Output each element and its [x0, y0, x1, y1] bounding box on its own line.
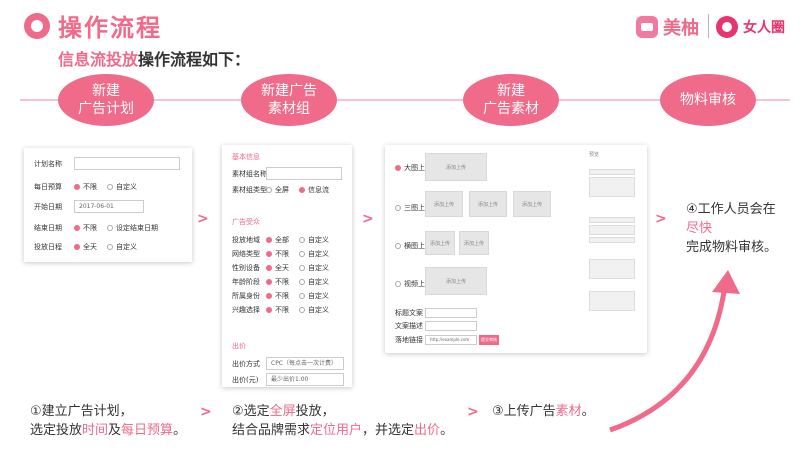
upload-video-option[interactable]: 视频上传	[395, 279, 432, 289]
group-name-input[interactable]	[266, 167, 342, 180]
note-step1: ①建立广告计划， 选定投放时间及每日预算。	[30, 404, 187, 438]
submit-review-button[interactable]: 提交审核	[479, 335, 499, 345]
plan-name-row: 计划名称	[34, 157, 180, 170]
meiyou-logo-icon	[636, 16, 658, 38]
step-new-creative: 新建广告素材	[463, 74, 559, 126]
bid-row: 出价(元) 最少出价1.00	[232, 373, 344, 386]
upload-small-option[interactable]: 横图上传	[395, 241, 432, 251]
subtitle-highlight: 信息流投放	[58, 50, 139, 69]
nvrenquan-logo: 女人圈	[716, 15, 785, 39]
daily-budget-row: 每日预算 不限 自定义	[34, 182, 137, 192]
title-icon	[24, 13, 50, 39]
meiyou-logo-text: 美柚	[663, 18, 699, 39]
step-review: 物料审核	[660, 74, 756, 126]
budget-custom-radio[interactable]: 自定义	[107, 182, 137, 192]
target-opt2[interactable]: 自定义	[299, 277, 329, 287]
end-unlimited-radio[interactable]: 不限	[74, 223, 97, 233]
start-date-row: 开始日期 2017-06-01	[34, 200, 144, 213]
chevron-right-icon: >	[362, 211, 374, 227]
target-opt2[interactable]: 自定义	[299, 235, 329, 245]
target-opt1[interactable]: 不限	[266, 249, 289, 259]
upload-slot[interactable]: 添加上传	[425, 153, 487, 181]
target-opt2[interactable]: 自定义	[299, 305, 329, 315]
group-type-row: 素材组类型 全屏 信息流	[232, 185, 329, 195]
step-new-group: 新建广告素材组	[241, 74, 337, 126]
end-date-row: 结束日期 不限 设定结束日期	[34, 223, 158, 233]
bid-mode-row: 出价方式 CPC（每点击一次计费）	[232, 357, 344, 370]
logo-divider	[708, 14, 709, 38]
target-opt2[interactable]: 自定义	[299, 291, 329, 301]
desc-row: 文案描述	[395, 321, 477, 331]
chevron-right-icon: >	[197, 211, 209, 227]
nvrenquan-logo-text: 女人圈	[743, 20, 785, 36]
chevron-right-icon: >	[200, 404, 212, 420]
note-step3: ③上传广告素材。	[492, 404, 595, 419]
budget-unlimited-radio[interactable]: 不限	[74, 182, 97, 192]
group-form-screenshot: 基本信息 素材组名称 素材组类型 全屏 信息流 广告受众 投放地域 全部 自定义…	[222, 145, 352, 387]
preview-line	[589, 237, 635, 243]
preview-line	[589, 225, 635, 235]
upload-slot[interactable]: 添加上传	[425, 267, 487, 295]
preview-label: 预览	[589, 152, 600, 158]
end-custom-radio[interactable]: 设定结束日期	[107, 223, 158, 233]
subtitle-rest: 操作流程如下：	[138, 50, 251, 69]
target-opt1[interactable]: 不限	[266, 277, 289, 287]
preview-line	[589, 169, 635, 175]
upload-slot[interactable]: 添加上传	[425, 231, 455, 255]
preview-card	[589, 291, 635, 311]
page-title: 操作流程	[58, 14, 162, 42]
preview-line	[589, 217, 635, 223]
preview-card	[589, 177, 635, 197]
target-opt1[interactable]: 不限	[266, 291, 289, 301]
target-row: 投放地域 全部 自定义	[232, 235, 329, 245]
plan-name-input[interactable]	[74, 157, 180, 170]
section-basic: 基本信息	[232, 153, 260, 161]
target-opt1[interactable]: 全部	[266, 235, 289, 245]
nvrenquan-logo-icon	[716, 16, 738, 38]
upload-slot[interactable]: 添加上传	[459, 231, 489, 255]
subtitle: 信息流投放操作流程如下：	[58, 46, 250, 70]
target-row: 兴趣选择 不限 自定义	[232, 305, 329, 315]
type-feed-radio[interactable]: 信息流	[299, 185, 329, 195]
desc-input[interactable]	[425, 321, 477, 331]
upload-slot[interactable]: 添加上传	[513, 191, 551, 217]
target-row: 网络类型 不限 自定义	[232, 249, 329, 259]
meiyou-logo: 美柚	[636, 15, 699, 39]
title-row: 标题文案	[395, 308, 477, 318]
schedule-all-radio[interactable]: 全天	[74, 242, 97, 252]
upload-slot[interactable]: 添加上传	[469, 191, 507, 217]
curved-arrow-icon	[609, 270, 740, 433]
start-date-input[interactable]: 2017-06-01	[74, 200, 144, 213]
target-opt2[interactable]: 自定义	[299, 249, 329, 259]
target-opt1[interactable]: 不限	[266, 305, 289, 315]
chevron-right-icon: >	[467, 404, 479, 420]
section-target: 广告受众	[232, 218, 260, 226]
plan-form-screenshot: 计划名称 每日预算 不限 自定义 开始日期 2017-06-01 结束日期 不限…	[24, 148, 192, 262]
type-all-radio[interactable]: 全屏	[266, 185, 289, 195]
note-step4: ④工作人员会在 尽快 完成物料审核。	[686, 202, 778, 255]
target-opt2[interactable]: 自定义	[299, 263, 329, 273]
note-step2: ②选定全屏投放， 结合品牌需求定位用户，并选定出价。	[232, 404, 454, 438]
step-new-plan: 新建广告计划	[58, 74, 154, 126]
target-opt1[interactable]: 全天	[266, 263, 289, 273]
group-name-row: 素材组名称	[232, 167, 342, 180]
schedule-custom-radio[interactable]: 自定义	[107, 242, 137, 252]
target-row: 性别设备 全天 自定义	[232, 263, 329, 273]
title-input[interactable]	[425, 308, 477, 318]
bid-mode-select[interactable]: CPC（每点击一次计费）	[266, 357, 344, 370]
target-row: 年龄阶段 不限 自定义	[232, 277, 329, 287]
chevron-right-icon: >	[655, 211, 667, 227]
upload-three-option[interactable]: 三图上传	[395, 203, 432, 213]
section-bid: 出价	[232, 342, 246, 350]
schedule-row: 投放日程 全天 自定义	[34, 242, 137, 252]
upload-slot[interactable]: 添加上传	[425, 191, 463, 217]
upload-large-option[interactable]: 大图上传	[395, 163, 432, 173]
flow-line	[20, 99, 790, 101]
link-input[interactable]: http://example.com	[425, 335, 477, 345]
bid-input[interactable]: 最少出价1.00	[266, 373, 344, 386]
target-row: 所属身份 不限 自定义	[232, 291, 329, 301]
creative-form-screenshot: 大图上传 添加上传 三图上传 添加上传 添加上传 添加上传 横图上传 添加上传 …	[385, 145, 647, 353]
link-row: 落地链接 http://example.com 提交审核	[395, 335, 499, 345]
preview-card	[589, 259, 635, 279]
